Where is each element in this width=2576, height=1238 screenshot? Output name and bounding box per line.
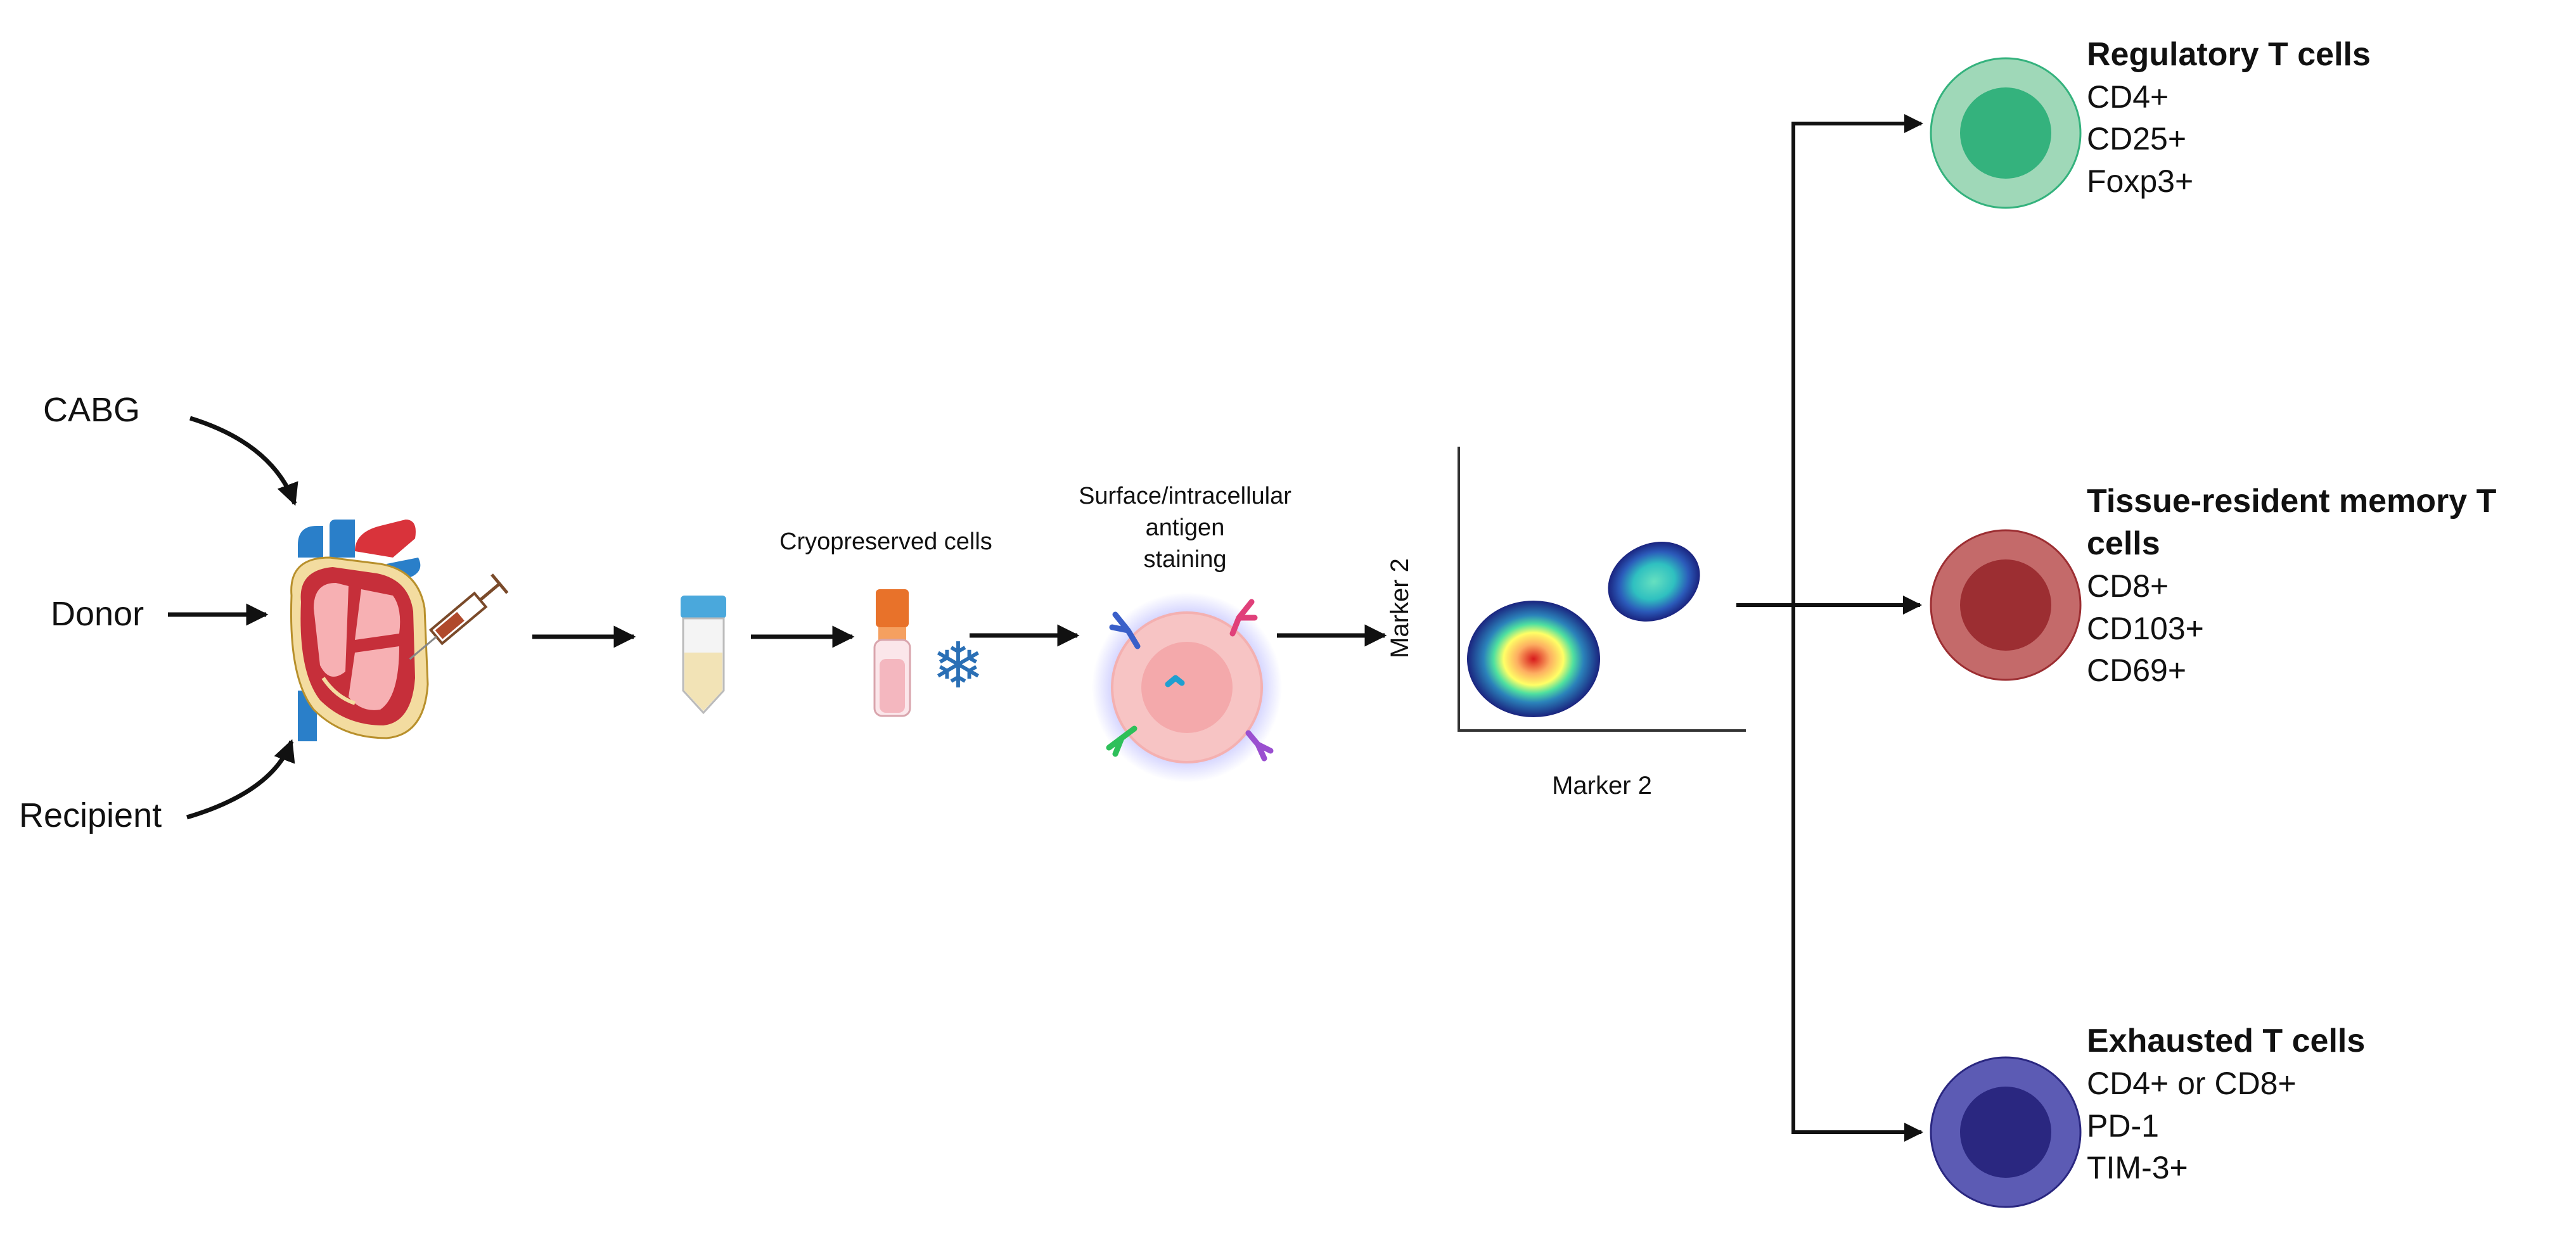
heart-icon xyxy=(290,520,429,741)
cryovial-icon xyxy=(873,589,911,717)
tissue-resident-marker-3: CD69+ xyxy=(2087,653,2186,688)
syringe-icon xyxy=(409,573,509,660)
tissue-resident-title-line2: cells xyxy=(2087,525,2160,562)
regulatory-marker-2: CD25+ xyxy=(2087,121,2186,156)
regulatory-marker-3: Foxp3+ xyxy=(2087,163,2193,199)
label-donor: Donor xyxy=(51,595,144,633)
arrow-recipient xyxy=(186,739,295,820)
centrifuge-tube-icon xyxy=(681,596,726,715)
stained-cell-icon xyxy=(1092,592,1282,782)
label-staining-line2: antigen xyxy=(1146,514,1225,541)
label-staining-line3: staining xyxy=(1144,546,1227,573)
plot-xlabel: Marker 2 xyxy=(1552,772,1652,800)
exhausted-title: Exhausted T cells xyxy=(2087,1023,2365,1059)
label-staining-line1: Surface/intracellular xyxy=(1079,483,1291,509)
cell-regulatory-t-icon xyxy=(1930,57,2082,209)
exhausted-marker-2: PD-1 xyxy=(2087,1108,2159,1144)
cell-population-2 xyxy=(1608,542,1700,622)
cell-exhausted-t-icon xyxy=(1930,1056,2082,1208)
exhausted-marker-3: TIM-3+ xyxy=(2087,1150,2188,1185)
cell-population-1 xyxy=(1467,601,1600,717)
snowflake-icon: ❄ xyxy=(932,629,985,703)
tissue-resident-marker-1: CD8+ xyxy=(2087,568,2169,604)
label-cabg: CABG xyxy=(43,391,140,429)
flow-cytometry-plot xyxy=(1458,447,1746,732)
tissue-resident-title-line1: Tissue-resident memory T xyxy=(2087,483,2497,520)
exhausted-marker-1: CD4+ or CD8+ xyxy=(2087,1066,2297,1101)
arrow-cabg xyxy=(189,416,298,506)
label-cryopreserved: Cryopreserved cells xyxy=(779,528,992,555)
label-recipient: Recipient xyxy=(19,796,162,834)
tissue-resident-marker-2: CD103+ xyxy=(2087,611,2204,646)
plot-ylabel: Marker 2 xyxy=(1386,558,1414,658)
regulatory-marker-1: CD4+ xyxy=(2087,79,2169,115)
regulatory-title: Regulatory T cells xyxy=(2087,36,2371,73)
cell-tissue-resident-t-icon xyxy=(1930,529,2082,681)
